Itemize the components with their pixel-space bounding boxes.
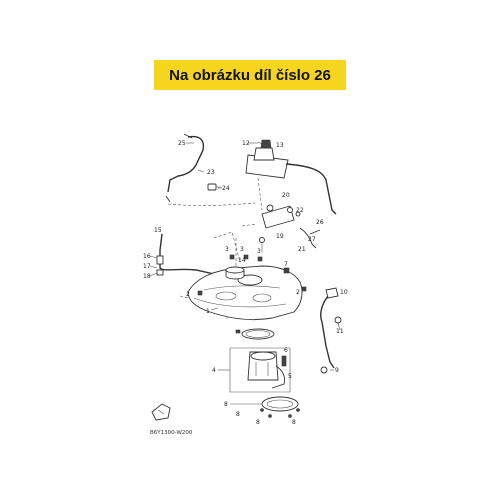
diagram-code: B6Y1300-W200: [150, 430, 193, 436]
leader-lines: [149, 142, 334, 405]
callout-11: 11: [336, 328, 344, 335]
callout-7: 7: [284, 261, 288, 268]
callout-26: 26: [316, 219, 324, 226]
bracket-parts: [259, 204, 321, 252]
callout-15: 15: [154, 227, 162, 234]
callout-13: 13: [276, 142, 284, 149]
callout-3c: 3: [257, 248, 261, 255]
callout-6: 6: [284, 347, 288, 354]
part-number-banner: Na obrázku díl číslo 26: [154, 60, 346, 90]
callout-3b: 3: [240, 246, 244, 253]
callout-8d: 8: [292, 419, 296, 426]
canister-assembly: [245, 139, 337, 215]
drain-hose: [156, 233, 215, 276]
callout-20: 20: [282, 192, 290, 199]
callout-16: 16: [143, 253, 151, 260]
callout-21: 21: [298, 246, 306, 253]
callout-18: 18: [143, 273, 151, 280]
clamp-part: [207, 183, 221, 191]
callout-8a: 8: [224, 401, 228, 408]
fuel-tank: [187, 265, 303, 321]
callout-4: 4: [212, 367, 216, 374]
gasket-ring: [241, 328, 275, 340]
callout-25-top: 25: [178, 140, 186, 147]
callout-14: 14: [238, 257, 246, 264]
callout-27: 27: [308, 236, 316, 243]
banner-text: Na obrázku díl číslo 26: [169, 66, 331, 84]
callout-12: 12: [242, 140, 250, 147]
breather-hose: [165, 133, 256, 206]
callout-1: 1: [206, 308, 210, 315]
callout-24: 24: [222, 185, 230, 192]
callout-23: 23: [207, 169, 215, 176]
fuel-hose: [320, 287, 342, 374]
callout-19: 19: [276, 233, 284, 240]
callout-5: 5: [288, 373, 292, 380]
callout-9: 9: [335, 367, 339, 374]
callout-22: 22: [296, 207, 304, 214]
fuel-pump-assembly: [229, 347, 291, 393]
callout-3a: 3: [225, 246, 229, 253]
callout-17: 17: [143, 263, 151, 270]
callout-2b: 2: [296, 289, 300, 296]
callout-8b: 8: [236, 411, 240, 418]
callout-10: 10: [340, 289, 348, 296]
small-bracket: [151, 403, 171, 421]
callout-2a: 2: [186, 291, 190, 298]
bolts: [197, 254, 307, 334]
callout-8c: 8: [256, 419, 260, 426]
callouts: 25 23 24 12 13 20 22 26 19 27 21 15 16 1…: [143, 140, 348, 426]
retaining-ring: [260, 396, 300, 418]
